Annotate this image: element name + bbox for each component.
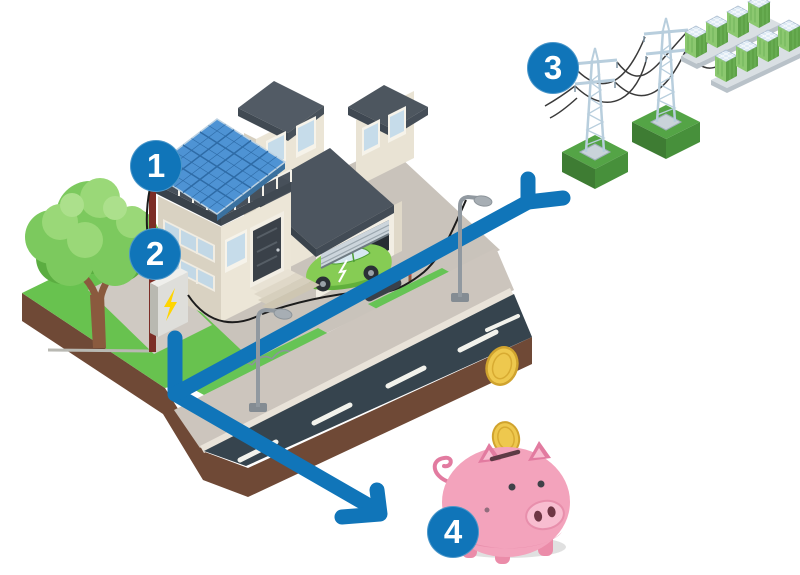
flow-arrow-to-grid (167, 194, 536, 402)
marker-2-label: 2 (145, 234, 165, 272)
house-solar-block (147, 118, 320, 322)
house-right-wing (348, 85, 428, 187)
arrowhead-savings (334, 482, 388, 525)
street-lamp-1 (249, 307, 293, 412)
marker-2-electricity-meter: 2 (129, 228, 181, 280)
garage-door (320, 220, 390, 269)
entry-steps (250, 269, 320, 310)
road-lane-dashes (237, 314, 520, 463)
street-lamp-2 (451, 194, 493, 302)
entry-door (250, 211, 284, 288)
electricity-meter (150, 268, 188, 337)
road (204, 294, 532, 466)
car-lightning-decal (338, 259, 348, 283)
marker-3-label: 3 (543, 48, 563, 86)
tree (25, 178, 159, 348)
verge-strip-right (368, 268, 453, 310)
verge-strip-left (193, 328, 329, 395)
garage-side-wall (394, 201, 402, 255)
window (362, 106, 406, 156)
flow-arrows (167, 171, 571, 525)
garage-roof (252, 148, 394, 249)
marker-1-solar-panels: 1 (130, 140, 182, 192)
solar-panel-array (147, 118, 287, 221)
tree-crown (25, 178, 159, 286)
underground-line (47, 348, 151, 353)
marker-4-savings: 4 (427, 506, 479, 558)
marker-1-label: 1 (146, 146, 166, 184)
power-grid (541, 0, 800, 189)
tree-trunk (90, 293, 106, 348)
pylon-1 (562, 47, 628, 189)
pylon-2 (632, 17, 700, 159)
coin-falling (485, 346, 519, 386)
piggy-eye (508, 483, 516, 491)
marker-3-power-grid: 3 (527, 42, 579, 94)
coin-into-slot (491, 421, 521, 455)
marker-4-label: 4 (443, 512, 463, 550)
curb (200, 288, 514, 453)
piggy-tail (432, 455, 453, 484)
car-wheel (315, 265, 379, 292)
piggy-snout (525, 499, 565, 531)
arrowhead-grid (520, 171, 571, 210)
house (147, 81, 428, 322)
coin-slot (489, 449, 521, 462)
window (225, 229, 247, 273)
lightning-bolt-icon (164, 288, 177, 321)
city-buildings (681, 0, 800, 93)
piggy-eye (537, 480, 545, 488)
piggy-cheek-dot (484, 507, 490, 513)
